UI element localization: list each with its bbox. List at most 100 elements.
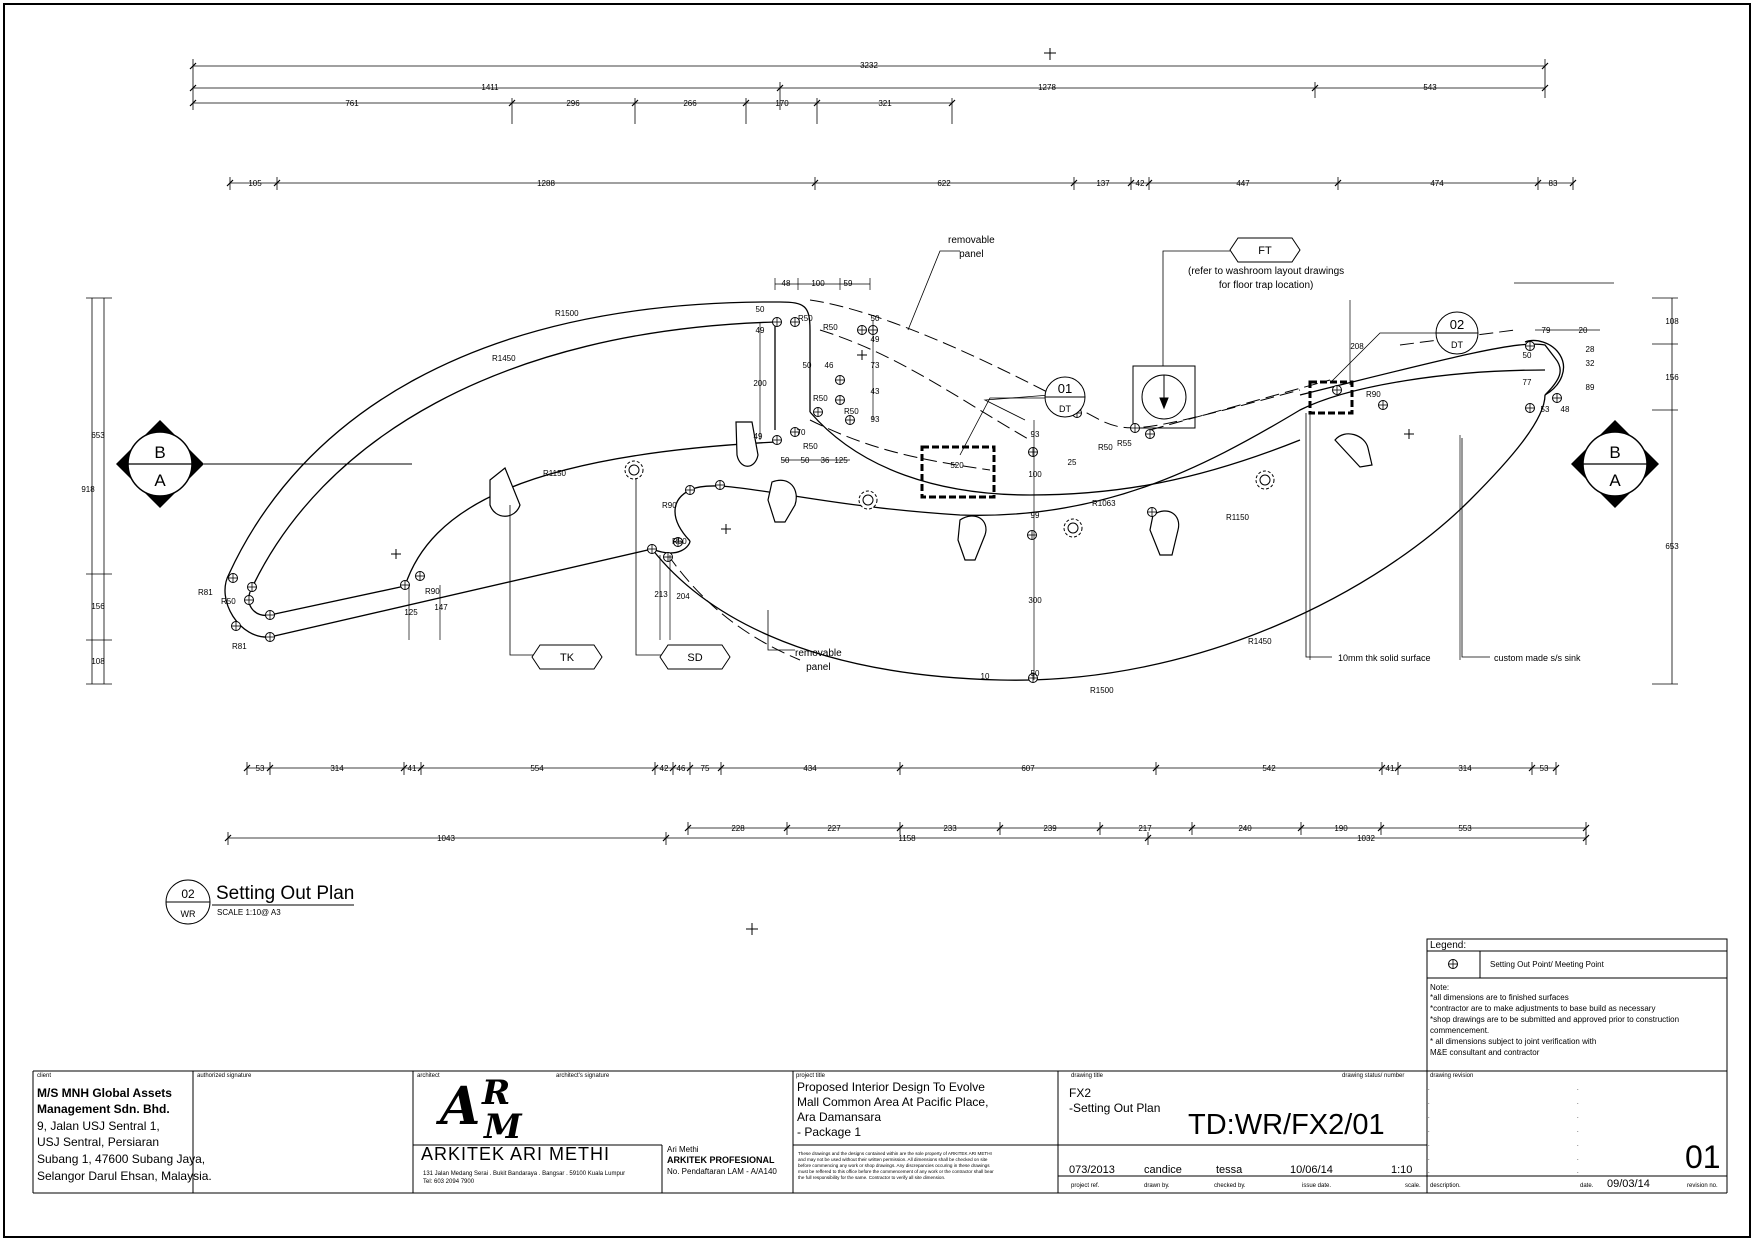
- radius-r1150-left: R1150: [543, 469, 567, 478]
- svg-text:R: R: [481, 1073, 510, 1113]
- client-name-2: Management Sdn. Bhd.: [37, 1102, 170, 1116]
- section-a-label: A: [154, 471, 166, 490]
- legend-note-6: M&E consultant and contractor: [1430, 1048, 1540, 1057]
- sd-300: 300: [1028, 596, 1042, 605]
- dim-321: 321: [878, 99, 892, 108]
- checked-by-label: checked by.: [1214, 1183, 1246, 1189]
- sd-43: 43: [871, 387, 880, 396]
- dim-761: 761: [345, 99, 359, 108]
- svg-text:M: M: [483, 1107, 523, 1147]
- sd-36: 36: [821, 456, 830, 465]
- dim-543: 543: [1423, 83, 1437, 92]
- scale-value: 1:10: [1391, 1164, 1412, 1176]
- auth-sig-label: authorized signature: [197, 1073, 252, 1079]
- removable-panel-top-note: removable panel: [948, 235, 995, 260]
- svg-text:.: .: [1577, 1156, 1579, 1162]
- sd-49a: 49: [756, 326, 765, 335]
- project-title-2: Mall Common Area At Pacific Place,: [797, 1095, 988, 1109]
- bd-41a: 41: [408, 764, 417, 773]
- sd-125: 125: [834, 456, 848, 465]
- sink-note: custom made s/s sink: [1494, 653, 1581, 663]
- svg-text:.: .: [1428, 1142, 1430, 1148]
- svg-text:A: A: [435, 1076, 480, 1137]
- bd-554: 554: [530, 764, 544, 773]
- legend-text: Legend: Setting Out Point/ Meeting Point…: [1430, 940, 1679, 1057]
- bd-227: 227: [827, 824, 841, 833]
- sd-77: 77: [1523, 378, 1532, 387]
- sd-93b: 93: [1031, 430, 1040, 439]
- tag-tk: [531, 644, 603, 670]
- dim-266: 266: [683, 99, 697, 108]
- radius-r1500-top: R1500: [555, 309, 579, 318]
- bd-217: 217: [1138, 824, 1152, 833]
- bd-1032: 1032: [1357, 834, 1375, 843]
- svg-text:.: .: [1428, 1128, 1430, 1134]
- basin-3: [767, 479, 797, 523]
- dimension-ticks-bottom: [224, 764, 1590, 842]
- top-curve-1063: [809, 411, 1301, 496]
- dim-left-156: 156: [91, 602, 105, 611]
- legend-notes-heading: Note:: [1430, 983, 1449, 992]
- issue-date-label: issue date.: [1302, 1183, 1331, 1189]
- dim-left-653: 653: [91, 431, 105, 440]
- dimension-strings-top: [192, 59, 1574, 190]
- drawing-title-2: -Setting Out Plan: [1069, 1101, 1160, 1115]
- bd-1158: 1158: [898, 834, 916, 843]
- dimension-strings-sides: [86, 282, 1678, 685]
- legend-note-3: *shop drawings are to be submitted and a…: [1430, 1015, 1679, 1024]
- radius-r1063: R1063: [1092, 499, 1116, 508]
- disclaimer-5: the full responsibility for the same. Co…: [798, 1175, 945, 1180]
- inner-arc-r1450-top: [249, 321, 776, 593]
- section-a-label-right: A: [1609, 471, 1621, 490]
- project-title-1: Proposed Interior Design To Evolve: [797, 1080, 985, 1094]
- dim-1411: 1411: [481, 83, 499, 92]
- drawing-number: TD:WR/FX2/01: [1188, 1109, 1385, 1141]
- drawing-title-1: FX2: [1069, 1086, 1091, 1100]
- disclaimer-4: must be reffered to this office before t…: [798, 1169, 994, 1174]
- radius-r50-top: R50: [798, 314, 813, 323]
- drawing-status-label: drawing status/ number: [1342, 1073, 1404, 1079]
- title-block-text: client authorized signature M/S MNH Glob…: [37, 1073, 1721, 1190]
- dt2-tag: DT: [1451, 340, 1463, 350]
- sd-50c: 50: [871, 314, 880, 323]
- svg-text:.: .: [1577, 1114, 1579, 1120]
- client-addr-3: Subang 1, 47600 Subang Jaya,: [37, 1152, 205, 1166]
- bd-53b: 53: [1540, 764, 1549, 773]
- sd-520: 520: [950, 461, 964, 470]
- architect-label: architect: [417, 1073, 440, 1079]
- sd-125b: 125: [404, 608, 418, 617]
- dim-left-108: 108: [91, 657, 105, 666]
- section-b-label: B: [154, 443, 165, 462]
- title-block-frame: [32, 939, 1728, 1194]
- section-marker-left: B A: [116, 420, 412, 508]
- section-marker-right: B A: [1571, 420, 1659, 508]
- disclaimer-2: and may not be used without their writte…: [798, 1157, 988, 1162]
- dim-622: 622: [937, 179, 951, 188]
- sd-50g: 50: [1523, 351, 1532, 360]
- floor-trap-box: [1132, 365, 1196, 429]
- section-b-label-right: B: [1609, 443, 1620, 462]
- drain-points: [624, 460, 1275, 538]
- project-ref-label: project ref.: [1071, 1183, 1100, 1189]
- logo-text: ARKITEK ARI METHI: [421, 1144, 610, 1164]
- radius-r81-lower: R81: [232, 642, 247, 651]
- architect-tel: Tel: 603 2094 7900: [423, 1179, 475, 1185]
- left-nose: [224, 573, 271, 638]
- tag-sd-label: SD: [687, 652, 702, 664]
- radius-r50-right: R50: [672, 537, 687, 546]
- basin-1: [489, 467, 521, 517]
- radius-r50-left: R50: [221, 597, 236, 606]
- internal-dim-lines: [408, 278, 1600, 680]
- drawn-by: candice: [1144, 1164, 1182, 1176]
- radius-r50-inner: R50: [813, 394, 828, 403]
- revision-no-label: revision no.: [1687, 1183, 1718, 1189]
- dt1-tag: DT: [1059, 404, 1071, 414]
- detail-boxes: [920, 365, 1354, 499]
- basin-4: [957, 515, 987, 561]
- architect-sig-label: architect's signature: [556, 1073, 610, 1079]
- radius-r55: R55: [1117, 439, 1132, 448]
- drawn-by-label: drawn by.: [1144, 1183, 1170, 1189]
- hook-r90: [651, 540, 691, 554]
- dim-1278: 1278: [1038, 83, 1056, 92]
- callout-tags: [165, 237, 1479, 925]
